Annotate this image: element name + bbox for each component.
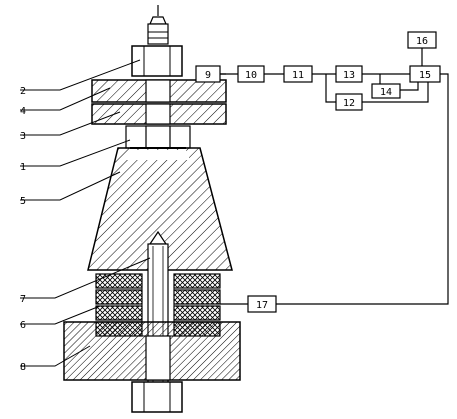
- lower-plate: [91, 103, 227, 125]
- callout-label: 5: [20, 196, 26, 207]
- block-12: 12: [335, 93, 363, 111]
- block-14: 14: [371, 83, 401, 99]
- block-label: 17: [256, 300, 268, 311]
- top-bolt: [147, 5, 169, 45]
- upper-plate: [91, 79, 227, 103]
- block-17: 17: [247, 295, 277, 313]
- leader-lines: [20, 59, 151, 367]
- conical-body: [87, 147, 233, 271]
- collar: [125, 125, 191, 149]
- block-label: 9: [205, 70, 211, 81]
- callout-label: 8: [20, 362, 26, 373]
- block-16: 16: [407, 31, 437, 49]
- block-label: 12: [343, 98, 355, 109]
- block-13: 13: [335, 65, 363, 83]
- block-label: 10: [245, 70, 257, 81]
- signal-wiring: [196, 48, 449, 305]
- callout-label: 4: [20, 106, 26, 117]
- base-block: [63, 321, 241, 381]
- callout-label: 3: [20, 131, 26, 142]
- callout-label: 2: [20, 86, 26, 97]
- block-label: 11: [292, 70, 304, 81]
- block-label: 13: [343, 70, 355, 81]
- bottom-nut: [131, 381, 183, 413]
- block-11: 11: [283, 65, 313, 83]
- block-15: 15: [409, 65, 441, 83]
- callout-label: 1: [20, 162, 26, 173]
- block-10: 10: [237, 65, 265, 83]
- block-label: 14: [380, 87, 392, 98]
- block-label: 15: [419, 70, 431, 81]
- block-label: 16: [416, 36, 428, 47]
- callout-label: 7: [20, 294, 26, 305]
- nut: [131, 45, 183, 77]
- callout-label: 6: [20, 320, 26, 331]
- block-9: 9: [195, 65, 221, 83]
